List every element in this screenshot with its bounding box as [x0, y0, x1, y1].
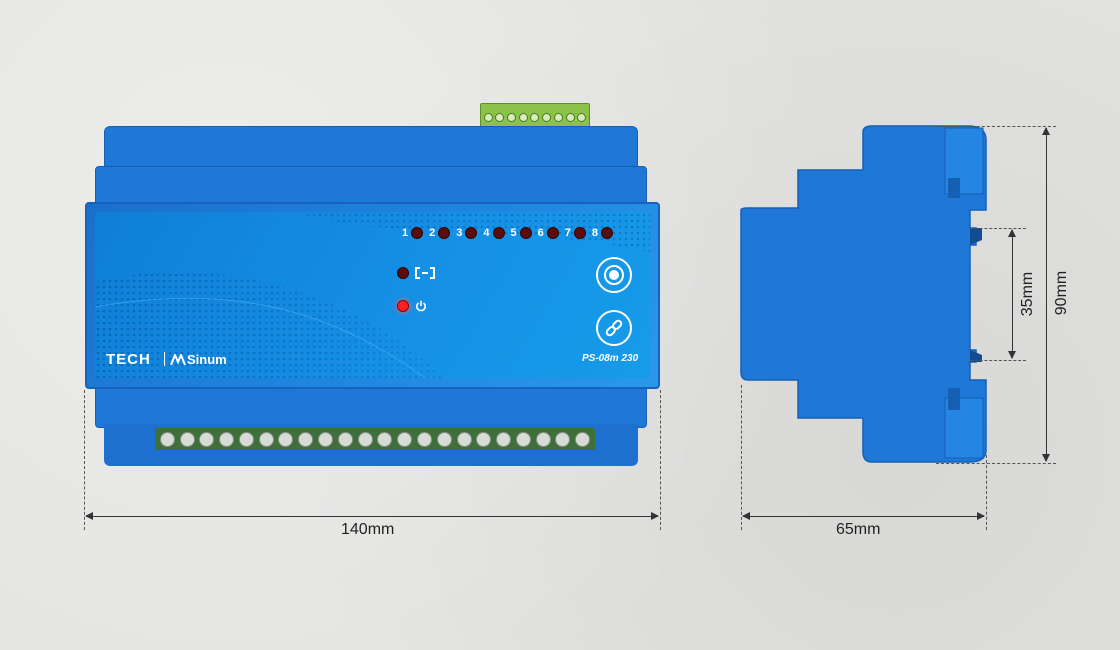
width-label: 140mm [341, 521, 395, 538]
width-dimension-line [86, 516, 658, 517]
channel-3: 3 [456, 227, 478, 239]
front-view: 1 2 3 4 5 6 7 8 TECH [84, 103, 661, 538]
height-guide-top [936, 126, 1056, 127]
housing-top-tier [104, 126, 638, 170]
dimension-guide-right [660, 390, 661, 530]
channel-label: 5 [510, 227, 517, 239]
channel-label: 2 [429, 227, 436, 239]
channel-led [465, 227, 478, 239]
channel-2: 2 [429, 227, 451, 239]
power-led [397, 300, 409, 312]
power-icon [416, 300, 426, 312]
radio-button-icon[interactable] [596, 257, 632, 293]
depth-guide-right [986, 455, 987, 530]
status-led [397, 267, 409, 279]
dimension-guide-left [84, 390, 85, 530]
bottom-terminal-block [155, 428, 595, 450]
brand-separator [164, 352, 165, 366]
rail-guide-bottom [970, 360, 1026, 361]
channel-leds: 1 2 3 4 5 6 7 8 [402, 227, 613, 239]
side-profile-shape [740, 125, 987, 463]
channel-led [546, 227, 559, 239]
arrow-down-icon [1008, 351, 1016, 359]
channel-led [492, 227, 505, 239]
arrow-left-icon [742, 512, 750, 520]
channel-label: 3 [456, 227, 463, 239]
arrow-down-icon [1042, 454, 1050, 462]
channel-5: 5 [511, 227, 532, 239]
channel-1: 1 [402, 227, 424, 239]
channel-6: 6 [538, 227, 559, 239]
channel-4: 4 [483, 227, 505, 239]
arrow-right-icon [977, 512, 985, 520]
channel-led [573, 227, 586, 239]
channel-label: 8 [591, 227, 598, 239]
height-dimension-line [1046, 128, 1047, 461]
channel-led [411, 227, 424, 239]
front-panel [95, 212, 650, 378]
link-status-icon [415, 267, 435, 279]
channel-led [438, 227, 451, 239]
brand-logo: TECH [106, 351, 151, 368]
height-guide-bottom [936, 463, 1056, 464]
side-view: 65mm 90mm 35mm [700, 0, 1120, 650]
channel-label: 6 [537, 227, 544, 239]
channel-led [519, 227, 532, 239]
depth-dimension-line [743, 516, 984, 517]
rail-guide-top [970, 228, 1026, 229]
arrow-up-icon [1042, 127, 1050, 135]
chain-link-button[interactable] [596, 310, 632, 346]
concentric-circle-icon [604, 265, 624, 285]
depth-guide-left [741, 385, 742, 530]
sinum-logo-icon [170, 354, 186, 366]
rail-label: 35mm [1019, 271, 1037, 317]
channel-label: 4 [483, 227, 490, 239]
channel-led [601, 227, 613, 239]
model-label: PS-08m 230 [582, 353, 639, 364]
channel-label: 7 [564, 227, 571, 239]
depth-label: 65mm [836, 521, 881, 538]
sub-brand-logo: Sinum [187, 352, 227, 367]
channel-label: 1 [402, 227, 409, 239]
channel-8: 8 [592, 227, 613, 239]
channel-7: 7 [565, 227, 586, 239]
chain-link-icon [605, 319, 623, 337]
arrow-up-icon [1008, 229, 1016, 237]
height-label: 90mm [1053, 270, 1071, 316]
arrow-right-icon [651, 512, 659, 520]
rail-dimension-line [1012, 230, 1013, 358]
arrow-left-icon [85, 512, 93, 520]
